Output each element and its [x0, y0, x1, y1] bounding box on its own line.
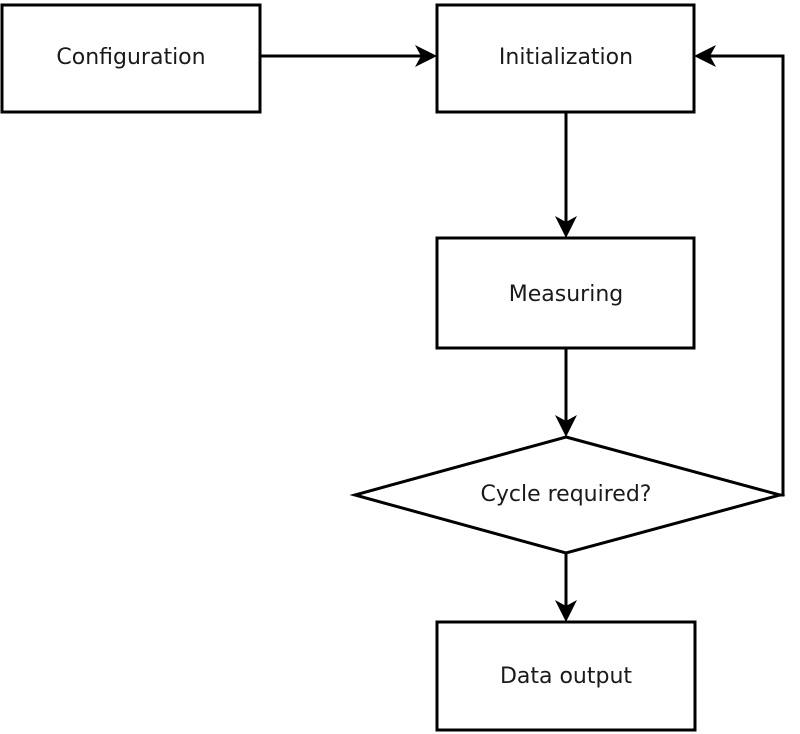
node-measuring-shape[interactable]	[435, 236, 696, 350]
edge-cycle-required-to-data-output	[555, 553, 577, 622]
node-initialization-label: Initialization	[499, 45, 633, 70]
edge-line	[708, 54, 785, 497]
edge-measuring-to-cycle-required	[555, 349, 577, 437]
edge-configuration-to-initialization	[261, 45, 437, 67]
node-configuration-label: Configuration	[56, 45, 205, 70]
edge-initialization-to-measuring	[555, 113, 577, 238]
node-cycle-required-label: Cycle required?	[481, 482, 652, 507]
arrowhead-icon	[555, 415, 577, 437]
node-data-output-shape[interactable]	[435, 620, 697, 732]
node-data-output-label: Data output	[500, 664, 632, 689]
node-data-output[interactable]: Data output	[435, 620, 697, 732]
node-measuring[interactable]: Measuring	[435, 236, 696, 350]
arrowhead-icon	[555, 216, 577, 238]
node-configuration[interactable]: Configuration	[0, 3, 262, 114]
arrowhead-icon	[555, 600, 577, 622]
arrowhead-icon	[415, 45, 437, 67]
arrowhead-icon	[694, 45, 716, 67]
node-cycle-required-shape[interactable]	[349, 435, 786, 555]
node-configuration-shape[interactable]	[0, 3, 262, 114]
node-cycle-required[interactable]: Cycle required?	[349, 435, 786, 555]
node-initialization[interactable]: Initialization	[435, 3, 696, 114]
node-measuring-label: Measuring	[509, 282, 623, 307]
node-initialization-shape[interactable]	[435, 3, 696, 114]
edge-cycle-required-to-initialization-feedback	[694, 45, 785, 497]
